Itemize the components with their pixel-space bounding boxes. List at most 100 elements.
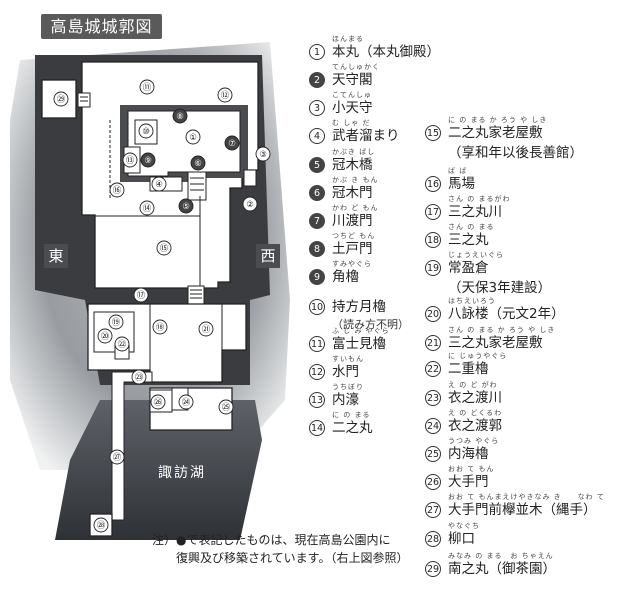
legend-ruby: さん の まる か ろう や しき bbox=[448, 326, 556, 334]
map-marker-2: ② bbox=[242, 196, 258, 212]
legend-ruby: かぶき ばし bbox=[332, 148, 376, 156]
legend-number-icon: 7 bbox=[309, 213, 325, 229]
map-marker-label: ㉓ bbox=[135, 373, 144, 383]
map-marker-12: ⑫ bbox=[217, 87, 233, 103]
map-marker-16: ⑯ bbox=[109, 182, 125, 198]
map-marker-label: ㉑ bbox=[202, 325, 211, 335]
legend-label: 馬場 bbox=[448, 176, 475, 192]
legend-number-icon: 4 bbox=[309, 128, 325, 144]
map-marker-label: ⑥ bbox=[194, 159, 202, 169]
legend-label: 二之丸家老屋敷 bbox=[448, 125, 543, 141]
legend-label: 内濠 bbox=[332, 392, 359, 408]
legend-label: 冠木橋 bbox=[332, 157, 373, 173]
map-marker-18: ⑱ bbox=[152, 319, 168, 335]
legend-label: 川渡門 bbox=[332, 213, 373, 229]
legend-number-icon: 11 bbox=[309, 336, 325, 352]
legend-number-icon: 28 bbox=[425, 531, 441, 547]
west-label: 西 bbox=[260, 247, 276, 265]
map-marker-29: ㉙ bbox=[53, 91, 69, 107]
map-marker-label: ㉒ bbox=[118, 340, 127, 350]
footnote-line-1: 注）●で表記したものは、現在高島公園内に bbox=[152, 533, 391, 547]
map-marker-13: ⑬ bbox=[122, 152, 138, 168]
footnote: 注）●で表記したものは、現在高島公園内に 復興及び移築されています。（右上図参照… bbox=[152, 531, 452, 567]
legend-ruby: ふ じ み やぐら bbox=[332, 327, 390, 335]
map-marker-27: ㉗ bbox=[109, 449, 125, 465]
legend-ruby: つちど もん bbox=[332, 232, 376, 240]
map-marker-3: ③ bbox=[255, 146, 271, 162]
map-marker-label: ㉖ bbox=[154, 398, 163, 408]
legend-ruby: おお て もん bbox=[448, 465, 495, 473]
legend-label: 水門 bbox=[332, 364, 359, 380]
page-title: 高島城城郭図 bbox=[41, 14, 162, 39]
legend-sub-label: （天保3年建設） bbox=[448, 280, 552, 296]
legend-number-icon: 25 bbox=[425, 446, 441, 462]
legend-ruby: かぶ き もん bbox=[332, 176, 379, 184]
map-marker-7: ⑦ bbox=[224, 135, 240, 151]
legend-label: 小天守 bbox=[332, 100, 373, 116]
legend-number-icon: 6 bbox=[309, 185, 325, 201]
legend-ruby: ほんまる bbox=[332, 35, 364, 43]
legend-label: 常盈倉 bbox=[448, 260, 489, 276]
map-marker-label: ③ bbox=[259, 150, 267, 160]
legend-ruby: ば ば bbox=[448, 167, 468, 175]
legend-ruby: おお て もんまえけやきなみ き なわ て bbox=[448, 493, 605, 501]
legend-item-5: かぶき ばし 5 冠木橋 bbox=[309, 148, 374, 173]
legend-ruby: すみやぐら bbox=[332, 260, 372, 268]
legend-number-icon: 3 bbox=[309, 100, 325, 116]
lake-label: 諏訪湖 bbox=[158, 465, 206, 481]
map-marker-17: ⑰ bbox=[133, 287, 149, 303]
legend-number-icon: 26 bbox=[425, 474, 441, 490]
legend-label: 角櫓 bbox=[332, 269, 359, 285]
legend-ruby: かわ ど もん bbox=[332, 204, 379, 212]
map-marker-28: ㉘ bbox=[93, 517, 109, 533]
legend-label: 二之丸 bbox=[332, 420, 373, 436]
legend-number-icon: 16 bbox=[425, 176, 441, 192]
legend-number-icon: 5 bbox=[309, 157, 325, 173]
map-marker-26: ㉖ bbox=[150, 394, 166, 410]
map-marker-9: ⑨ bbox=[140, 152, 156, 168]
west-tag bbox=[256, 244, 280, 268]
legend-ruby: うつみ やぐら bbox=[448, 437, 500, 445]
map-marker-4: ④ bbox=[151, 176, 167, 192]
legend-sub-label: （読み方不明） bbox=[332, 318, 409, 331]
map-marker-14: ⑭ bbox=[139, 200, 155, 216]
map-marker-label: ㉔ bbox=[182, 398, 191, 408]
map-marker-label: ⑰ bbox=[137, 291, 146, 301]
legend-number-icon: 21 bbox=[425, 335, 441, 351]
map-marker-label: ② bbox=[246, 200, 254, 210]
legend-number-icon: 8 bbox=[309, 241, 325, 257]
map-marker-label: ⑬ bbox=[126, 156, 135, 166]
legend-label: 持方月櫓 bbox=[332, 299, 386, 315]
east-label: 東 bbox=[48, 247, 64, 265]
legend-number-icon: 19 bbox=[425, 260, 441, 276]
map-marker-label: ㉗ bbox=[113, 453, 122, 463]
legend-number-icon: 24 bbox=[425, 418, 441, 434]
legend-ruby: みなみ の まる お ちゃえん bbox=[448, 552, 554, 560]
legend-label: 大手門前欅並木（縄手） bbox=[448, 502, 597, 518]
legend-ruby: さん の まる bbox=[448, 223, 495, 231]
east-tag bbox=[44, 244, 68, 268]
legend-ruby: うちぼり bbox=[332, 383, 364, 391]
legend-ruby: やなぐち bbox=[448, 522, 480, 530]
legend-item-16: ば ば 16 馬場 bbox=[425, 167, 475, 192]
legend-label: 衣之渡川 bbox=[448, 390, 502, 406]
map-marker-24: ㉔ bbox=[178, 394, 194, 410]
map-marker-20: ⑳ bbox=[97, 328, 113, 344]
legend-number-icon: 18 bbox=[425, 232, 441, 248]
legend-ruby: に じゅうやぐら bbox=[448, 352, 508, 360]
legend-ruby: さん の まるがわ bbox=[448, 195, 511, 203]
